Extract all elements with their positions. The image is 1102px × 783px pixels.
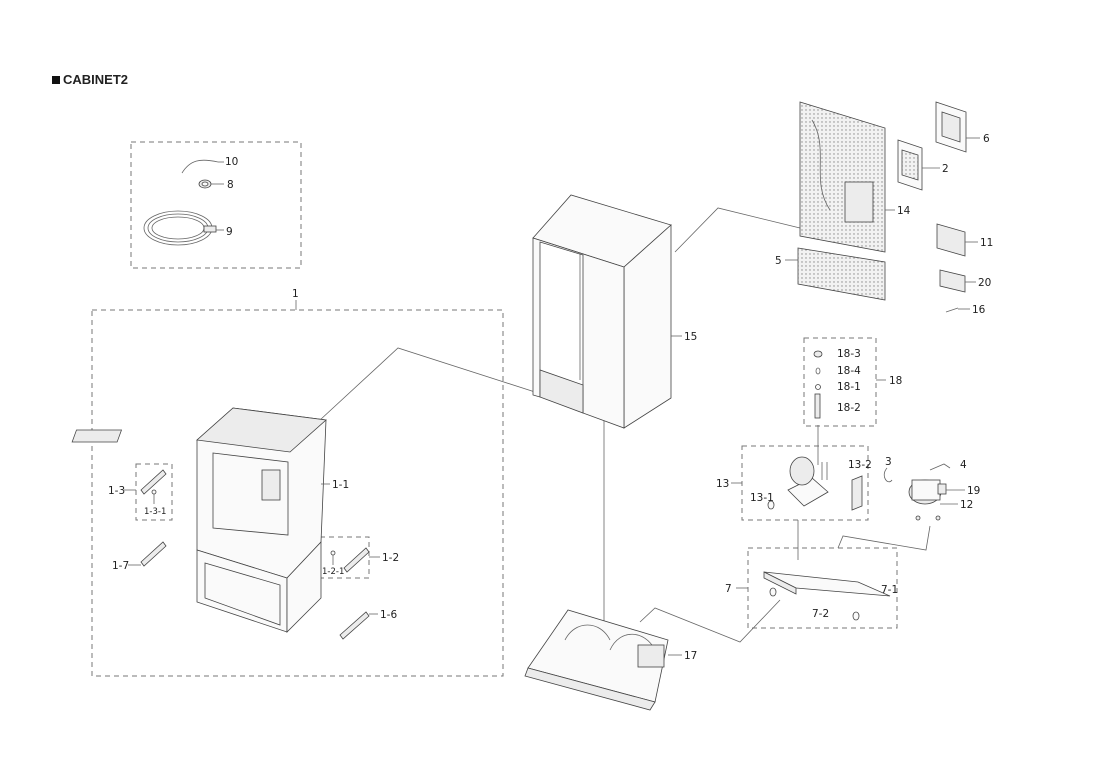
part-20-module bbox=[939, 269, 966, 293]
part-15-outer-case bbox=[532, 194, 672, 429]
label-1-1: 1-1 bbox=[332, 479, 349, 491]
label-12: 12 bbox=[960, 499, 973, 511]
part-5-cover bbox=[797, 247, 886, 301]
label-17: 17 bbox=[684, 650, 697, 662]
label-16: 16 bbox=[972, 304, 986, 316]
leader-lines bbox=[124, 137, 980, 656]
part-12-compressor bbox=[908, 479, 942, 521]
label-10: 10 bbox=[225, 156, 238, 168]
part-7-base-plate bbox=[763, 571, 891, 621]
part-14-back-panel bbox=[799, 101, 886, 253]
label-1: 1 bbox=[292, 288, 299, 300]
connector-line-14 bbox=[674, 207, 801, 253]
group-1-3-box bbox=[135, 463, 173, 521]
part-4-clip bbox=[929, 463, 951, 471]
part-8-grommet bbox=[198, 179, 212, 189]
label-18-2: 18-2 bbox=[837, 402, 861, 414]
part-1-2-rail bbox=[330, 547, 370, 573]
part-3-coil bbox=[883, 467, 893, 483]
part-6-plate bbox=[935, 101, 967, 153]
label-3: 3 bbox=[885, 456, 892, 468]
connector-line-7 bbox=[639, 599, 781, 643]
label-7: 7 bbox=[725, 583, 732, 595]
label-7-1: 7-1 bbox=[881, 584, 898, 596]
group-18-parts bbox=[813, 350, 823, 419]
label-1-3-1: 1-3-1 bbox=[144, 507, 166, 517]
part-19-relay bbox=[937, 483, 947, 495]
label-11: 11 bbox=[980, 237, 993, 249]
label-18-4: 18-4 bbox=[837, 365, 861, 377]
label-1-7: 1-7 bbox=[112, 560, 129, 572]
part-16-clip bbox=[945, 307, 959, 313]
part-2-fan-cover bbox=[897, 139, 923, 191]
label-5: 5 bbox=[775, 255, 782, 267]
part-1-6-rail bbox=[339, 611, 370, 640]
label-1-3: 1-3 bbox=[108, 485, 125, 497]
part-10-wire bbox=[181, 159, 219, 174]
label-13-1: 13-1 bbox=[750, 492, 774, 504]
label-4: 4 bbox=[960, 459, 967, 471]
part-11-pcb bbox=[936, 223, 966, 257]
part-9-water-hose bbox=[143, 210, 217, 246]
part-1-3-rail bbox=[140, 469, 167, 504]
label-7-2: 7-2 bbox=[812, 608, 829, 620]
group-18-box bbox=[803, 337, 877, 427]
part-1-cabinet-liner bbox=[71, 407, 327, 633]
part-1-7-rail bbox=[140, 541, 167, 567]
label-19: 19 bbox=[967, 485, 980, 497]
label-20: 20 bbox=[978, 277, 991, 289]
part-13-compressor-bracket bbox=[767, 456, 863, 511]
label-6: 6 bbox=[983, 133, 990, 145]
label-2: 2 bbox=[942, 163, 949, 175]
section-title-text: CABINET2 bbox=[63, 72, 129, 87]
label-14: 14 bbox=[897, 205, 911, 217]
label-13: 13 bbox=[716, 478, 729, 490]
label-1-6: 1-6 bbox=[380, 609, 397, 621]
connector-line-12 bbox=[837, 525, 931, 551]
label-18-3: 18-3 bbox=[837, 348, 861, 360]
connector-line-1 bbox=[319, 347, 536, 421]
accessory-group-box bbox=[130, 141, 302, 269]
label-13-2: 13-2 bbox=[848, 459, 872, 471]
label-15: 15 bbox=[684, 331, 697, 343]
assembly-1-group-box bbox=[91, 309, 504, 677]
label-18: 18 bbox=[889, 375, 902, 387]
label-1-2-1: 1-2-1 bbox=[322, 567, 344, 577]
title-square-icon bbox=[52, 75, 60, 84]
label-1-2: 1-2 bbox=[382, 552, 399, 564]
part-17-base-tray bbox=[524, 609, 669, 711]
label-18-1: 18-1 bbox=[837, 381, 861, 393]
section-title: CABINET2 bbox=[52, 72, 128, 87]
label-8: 8 bbox=[227, 179, 234, 191]
label-9: 9 bbox=[226, 226, 233, 238]
